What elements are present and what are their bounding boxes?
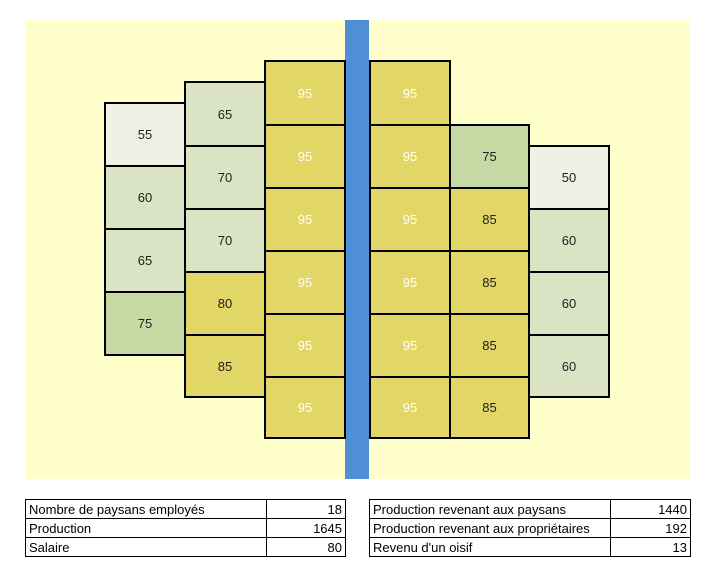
plot-cell[interactable]: 95 [264,376,346,439]
plot-value: 95 [297,85,313,101]
plot-value: 95 [402,212,418,227]
row-value[interactable]: 18 [266,499,346,519]
table-row: Revenu d'un oisif 13 [369,537,691,557]
plot-value: 60 [561,233,577,248]
plot-value: 85 [482,275,497,290]
row-value[interactable]: 1645 [266,518,346,538]
row-value[interactable]: 80 [266,537,346,557]
plot-cell[interactable]: 85 [449,376,530,439]
plot-cell[interactable]: 95 [369,250,451,315]
row-label[interactable]: Nombre de paysans employés [25,499,267,519]
plot-cell[interactable]: 85 [449,313,530,378]
plot-value: 70 [217,233,233,248]
plot-cell[interactable]: 95 [369,376,451,439]
plot-cell[interactable]: 95 [264,250,346,315]
plot-cell[interactable]: 60 [528,208,610,273]
plot-value: 65 [137,253,153,268]
row-label[interactable]: Production revenant aux propriétaires [369,518,611,538]
plot-value: 75 [482,149,497,164]
plot-value: 75 [137,316,153,331]
plot-cell[interactable]: 85 [449,250,530,315]
table-row: Nombre de paysans employés 18 [25,499,346,519]
plot-value: 95 [297,400,313,415]
plot-cell[interactable]: 95 [264,124,346,189]
plot-value: 95 [297,149,313,164]
plot-cell[interactable]: 85 [449,187,530,252]
plot-value: 95 [297,338,313,353]
plot-cell[interactable]: 95 [369,313,451,378]
plot-cell[interactable]: 70 [184,145,266,210]
river [345,20,369,479]
row-label[interactable]: Production [25,518,267,538]
table-row: Production revenant aux paysans 1440 [369,499,691,519]
plot-cell[interactable]: 70 [184,208,266,273]
plot-value: 95 [297,212,313,227]
plot-cell[interactable]: 55 [104,102,186,167]
row-value[interactable]: 13 [610,537,691,557]
plot-value: 85 [217,358,233,374]
plot-value: 50 [561,170,577,185]
summary-table-right: Production revenant aux paysans 1440 Pro… [369,499,691,557]
plot-value: 60 [137,190,153,205]
plot-value: 95 [402,85,418,101]
table-row: Salaire 80 [25,537,346,557]
plot-value: 95 [402,400,418,415]
plot-cell[interactable]: 60 [528,271,610,336]
plot-value: 95 [297,275,313,290]
plot-cell[interactable]: 95 [264,187,346,252]
plot-value: 95 [402,275,418,290]
table-row: Production revenant aux propriétaires 19… [369,518,691,538]
row-label[interactable]: Revenu d'un oisif [369,537,611,557]
plot-value: 95 [402,149,418,164]
plot-value: 70 [217,170,233,185]
plot-value: 60 [561,296,577,311]
plot-cell[interactable]: 75 [449,124,530,189]
plot-value: 55 [137,127,153,142]
plot-value: 85 [482,338,497,353]
plot-cell[interactable]: 60 [104,165,186,230]
row-value[interactable]: 192 [610,518,691,538]
plot-value: 80 [217,296,233,311]
row-label[interactable]: Salaire [25,537,267,557]
plot-cell[interactable]: 95 [369,124,451,189]
plot-cell[interactable]: 65 [104,228,186,293]
plot-cell[interactable]: 65 [184,81,266,147]
plot-cell[interactable]: 95 [369,60,451,126]
plot-cell[interactable]: 80 [184,271,266,336]
plot-cell[interactable]: 85 [184,334,266,398]
plot-cell[interactable]: 95 [369,187,451,252]
plot-value: 60 [561,358,577,374]
row-label[interactable]: Production revenant aux paysans [369,499,611,519]
table-row: Production 1645 [25,518,346,538]
plot-value: 85 [482,212,497,227]
plot-value: 85 [482,400,497,415]
plot-cell[interactable]: 95 [264,60,346,126]
plot-cell[interactable]: 50 [528,145,610,210]
plot-cell[interactable]: 95 [264,313,346,378]
plot-cell[interactable]: 60 [528,334,610,398]
plot-value: 95 [402,338,418,353]
row-value[interactable]: 1440 [610,499,691,519]
plot-value: 65 [217,106,233,122]
plot-cell[interactable]: 75 [104,291,186,356]
summary-table-left: Nombre de paysans employés 18 Production… [25,499,346,557]
